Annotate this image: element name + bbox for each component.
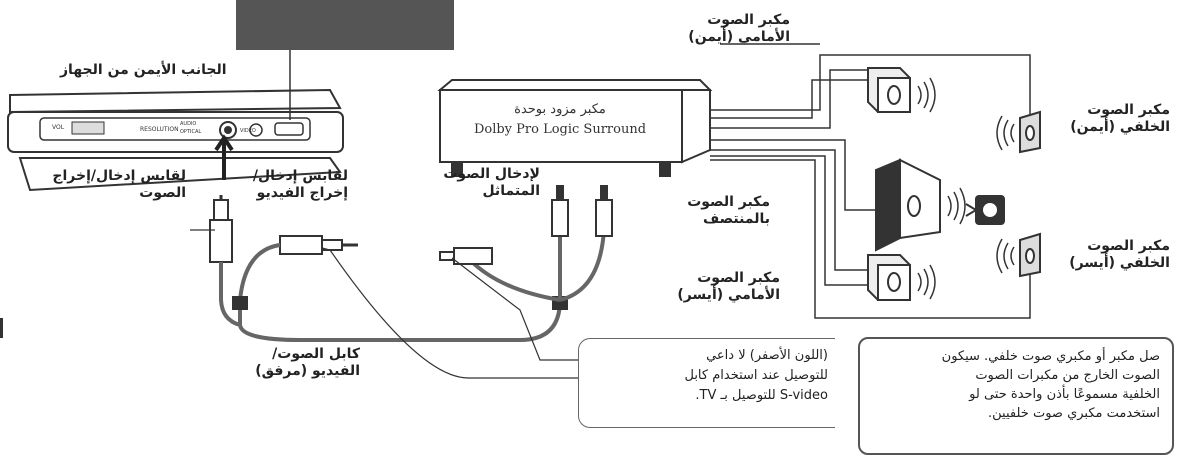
rear-right-speaker-label: مكبر الصوت الخلفي (أيمن) <box>1070 102 1170 135</box>
audio-jack-label: لقابس إدخال/إخراج الصوت <box>52 168 186 201</box>
sound-waves-icon <box>917 77 1015 300</box>
rear-left-speaker <box>1019 232 1041 278</box>
rear-right-speaker <box>1019 110 1041 154</box>
front-left-speaker-label: مكبر الصوت الأمامي (أيسر) <box>677 270 780 303</box>
center-speaker-label: مكبر الصوت بالمنتصف <box>687 194 770 227</box>
amplifier-label: مكبر مزود بوحدة Dolby Pro Logic Surround <box>473 102 647 137</box>
svg-text:VIDEO: VIDEO <box>240 128 256 134</box>
svg-text:AUDIO: AUDIO <box>180 121 196 127</box>
front-right-speaker <box>867 67 911 113</box>
header-bar <box>236 0 454 50</box>
yellow-note-text: (اللون الأصفر) لا داعي للتوصيل عند استخد… <box>684 348 828 403</box>
yellow-note-bracket <box>578 338 835 428</box>
svg-text:OPTICAL: OPTICAL <box>180 129 201 135</box>
av-cable-label: كابل الصوت/ الفيديو (مرفق) <box>255 346 360 379</box>
rear-left-speaker-label: مكبر الصوت الخلفي (أيسر) <box>1069 238 1170 271</box>
front-right-speaker-label: مكبر الصوت الأمامي (أيمن) <box>688 12 790 45</box>
svg-text:RESOLUTION: RESOLUTION <box>140 126 179 133</box>
portable-player-device <box>7 88 344 192</box>
svg-text:VOL: VOL <box>52 124 65 131</box>
center-speaker <box>875 158 941 252</box>
rear-speaker-note: صل مكبر أو مكبري صوت خلفي. سيكون الصوت ا… <box>858 337 1174 455</box>
video-jack-label: لقابس إدخال/ إخراج الفيديو <box>252 168 348 201</box>
analog-audio-in-label: لإدخال الصوت المتماثل <box>443 166 540 199</box>
listener-icon <box>965 195 1005 225</box>
device-right-side-label: الجانب الأيمن من الجهاز <box>60 62 227 78</box>
av-cable <box>209 195 606 342</box>
amplifier-box <box>437 79 713 177</box>
front-left-speaker <box>867 254 911 301</box>
rca-plugs <box>439 185 613 265</box>
